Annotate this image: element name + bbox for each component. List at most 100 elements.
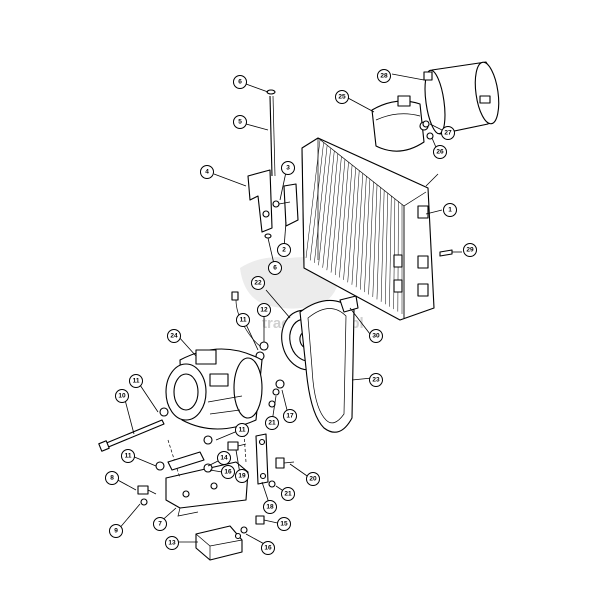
- callout-8: 8: [105, 471, 119, 485]
- svg-text:3: 3: [286, 165, 290, 172]
- condenser-fin: [343, 165, 353, 280]
- condenser-fin: [364, 178, 371, 293]
- condenser-fin: [339, 162, 349, 278]
- svg-text:8: 8: [110, 475, 114, 482]
- condenser-fin: [347, 167, 356, 283]
- svg-text:9: 9: [114, 528, 118, 535]
- condenser-screw: [439, 249, 453, 257]
- callout-28: 28: [377, 69, 391, 83]
- clamp-bolt: [422, 120, 434, 140]
- svg-text:21: 21: [268, 420, 276, 427]
- svg-text:11: 11: [125, 453, 132, 460]
- callout-24: 24: [167, 329, 181, 343]
- condenser-fin: [305, 139, 321, 259]
- bracket-bolt: [264, 200, 291, 239]
- callout-1: 1: [443, 203, 457, 217]
- condenser-fin: [318, 148, 331, 266]
- callout-6-bottom: 6: [268, 261, 282, 275]
- callout-16-middle: 16: [221, 465, 235, 479]
- callout-16-bottom: 16: [261, 541, 275, 555]
- svg-text:7: 7: [158, 521, 162, 528]
- callout-6-top: 6: [233, 75, 247, 89]
- callout-22: 22: [251, 276, 265, 290]
- callout-20: 20: [306, 472, 320, 486]
- svg-text:23: 23: [372, 377, 380, 384]
- callout-14: 14: [217, 451, 231, 465]
- spacer-sleeve: [167, 451, 205, 471]
- svg-text:27: 27: [444, 130, 452, 137]
- condenser-fin: [314, 145, 328, 263]
- condenser-fin: [330, 156, 342, 273]
- svg-text:24: 24: [170, 333, 178, 340]
- svg-text:16: 16: [224, 469, 232, 476]
- callout-15: 15: [277, 517, 291, 531]
- condenser-fin: [368, 181, 374, 295]
- fastener-washer-17: [268, 379, 285, 408]
- callout-30: 30: [369, 329, 383, 343]
- svg-text:5: 5: [238, 119, 242, 126]
- svg-text:15: 15: [280, 521, 288, 528]
- callout-21-upper: 21: [265, 416, 279, 430]
- drive-belt: [299, 299, 355, 433]
- svg-text:12: 12: [260, 307, 268, 314]
- svg-text:21: 21: [284, 491, 292, 498]
- svg-text:22: 22: [254, 280, 262, 287]
- svg-text:13: 13: [168, 540, 176, 547]
- drier-clamp-band: [371, 95, 429, 152]
- svg-text:11: 11: [133, 378, 140, 385]
- svg-text:29: 29: [466, 247, 474, 254]
- tension-link: [255, 433, 269, 485]
- mounting-rod: [266, 89, 276, 177]
- fastener-bolt-8: [137, 485, 157, 506]
- svg-text:26: 26: [436, 149, 444, 156]
- spacer-block: [195, 525, 243, 561]
- callout-2: 2: [277, 243, 291, 257]
- condenser-fin: [380, 190, 385, 302]
- fastener-nut-11: [155, 461, 165, 471]
- svg-text:16: 16: [264, 545, 272, 552]
- condenser-fin: [351, 170, 360, 285]
- svg-text:19: 19: [238, 473, 246, 480]
- svg-text:18: 18: [266, 504, 274, 511]
- callout-21-lower: 21: [281, 487, 295, 501]
- callout-27: 27: [441, 126, 455, 140]
- receiver-drier: [423, 61, 500, 135]
- fastener-nut-16: [203, 435, 213, 473]
- callout-10: 10: [115, 389, 129, 403]
- svg-text:20: 20: [309, 476, 317, 483]
- svg-text:17: 17: [286, 413, 294, 420]
- callout-12: 12: [257, 303, 271, 317]
- fastener-bolt-20: [268, 457, 295, 488]
- compressor: [165, 348, 263, 430]
- callout-23: 23: [369, 373, 383, 387]
- condenser-fin: [309, 142, 324, 261]
- condenser-fin: [334, 159, 346, 276]
- svg-text:11: 11: [240, 317, 247, 324]
- svg-text:11: 11: [239, 427, 246, 434]
- svg-text:25: 25: [338, 94, 346, 101]
- callout-11-pulley: 11: [236, 313, 250, 327]
- callout-25: 25: [335, 90, 349, 104]
- condenser-fin: [372, 184, 378, 297]
- callout-19: 19: [235, 469, 249, 483]
- condenser-fin: [389, 195, 392, 307]
- svg-text:14: 14: [220, 455, 228, 462]
- svg-text:28: 28: [380, 73, 388, 80]
- fastener-bolt-15: [234, 515, 265, 540]
- callout-11-right: 11: [235, 423, 249, 437]
- condenser-fin: [322, 151, 335, 268]
- compressor-long-bolt: [98, 407, 169, 452]
- condenser-bracket: [247, 169, 299, 233]
- condenser-fin: [360, 176, 367, 290]
- condenser-fin: [376, 187, 381, 300]
- condenser: [301, 137, 435, 321]
- svg-text:10: 10: [118, 393, 126, 400]
- callout-4: 4: [200, 165, 214, 179]
- callout-3: 3: [281, 161, 295, 175]
- svg-text:4: 4: [205, 169, 209, 176]
- svg-text:30: 30: [372, 333, 380, 340]
- svg-text:1: 1: [448, 207, 452, 214]
- condenser-fin: [385, 192, 388, 305]
- svg-text:6: 6: [238, 79, 242, 86]
